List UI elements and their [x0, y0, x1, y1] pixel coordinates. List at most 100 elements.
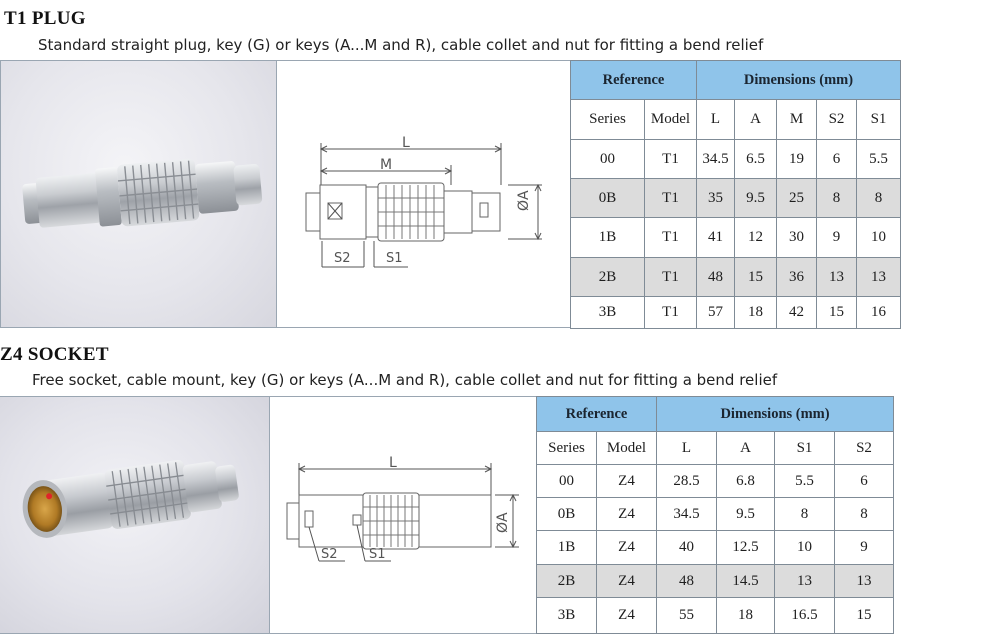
- table-cell: 00: [536, 464, 597, 498]
- table-cell: 8: [774, 497, 835, 531]
- table-cell: 10: [856, 217, 901, 258]
- col-header: L: [656, 431, 717, 465]
- table-cell: Z4: [596, 564, 657, 598]
- t1-subtitle: Standard straight plug, key (G) or keys …: [38, 36, 764, 54]
- table-cell: 2B: [536, 564, 597, 598]
- col-header: Series: [570, 99, 645, 140]
- table-cell: 40: [656, 530, 717, 565]
- table-cell: 15: [833, 597, 895, 634]
- table-cell: 1B: [570, 217, 645, 258]
- z4-product-photo: [0, 397, 270, 633]
- table-cell: 2B: [570, 257, 645, 297]
- col-header: A: [716, 431, 775, 465]
- t1-product-photo: [1, 61, 277, 327]
- z4-column-header-row: Series Model L A S1 S2: [536, 431, 895, 465]
- table-cell: 57: [696, 296, 735, 329]
- col-header: A: [734, 99, 777, 140]
- table-cell: 16: [856, 296, 901, 329]
- table-cell: Z4: [596, 464, 657, 498]
- t1-panel: L M ØA S2 S1 Reference Dimensions (mm) S…: [0, 60, 901, 329]
- table-cell: 10: [774, 530, 835, 565]
- z4-title: Z4 SOCKET: [0, 344, 109, 365]
- table-cell: 0B: [570, 178, 645, 218]
- table-cell: T1: [644, 217, 697, 258]
- t1-dimensions-header: Dimensions (mm): [696, 60, 901, 100]
- t1-dim-S1: S1: [386, 251, 403, 266]
- table-cell: T1: [644, 178, 697, 218]
- table-cell: 55: [656, 597, 717, 634]
- table-cell: 16.5: [774, 597, 835, 634]
- table-cell: 35: [696, 178, 735, 218]
- table-cell: 5.5: [856, 139, 901, 179]
- table-cell: 9: [816, 217, 857, 258]
- t1-dimensions-table: Reference Dimensions (mm) Series Model L…: [570, 60, 901, 329]
- table-cell: 15: [734, 257, 777, 297]
- table-cell: 8: [816, 178, 857, 218]
- col-header: S2: [833, 431, 895, 465]
- table-cell: 6: [833, 464, 895, 498]
- t1-group-header-row: Reference Dimensions (mm): [570, 60, 901, 100]
- table-cell: 48: [656, 564, 717, 598]
- table-cell: 12: [734, 217, 777, 258]
- table-cell: 6.8: [716, 464, 775, 498]
- table-cell: 6.5: [734, 139, 777, 179]
- table-cell: 8: [856, 178, 901, 218]
- table-cell: 3B: [570, 296, 645, 329]
- z4-dim-S1: S1: [369, 547, 386, 562]
- table-cell: 5.5: [774, 464, 835, 498]
- col-header: Series: [536, 431, 597, 465]
- z4-dim-L: L: [389, 455, 397, 471]
- z4-reference-header: Reference: [536, 396, 657, 432]
- z4-dimensions-header: Dimensions (mm): [655, 396, 895, 432]
- table-cell: 1B: [536, 530, 597, 565]
- col-header: L: [696, 99, 735, 140]
- t1-drawing: L M ØA S2 S1: [276, 61, 571, 327]
- z4-panel: L ØA S2 S1 Reference Dimensions (mm) Ser…: [0, 396, 895, 634]
- table-cell: T1: [644, 257, 697, 297]
- table-cell: 13: [774, 564, 835, 598]
- table-cell: 19: [776, 139, 817, 179]
- table-cell: 14.5: [716, 564, 775, 598]
- t1-dim-S2: S2: [334, 251, 351, 266]
- z4-socket-image: [22, 459, 239, 538]
- table-cell: 30: [776, 217, 817, 258]
- table-cell: 42: [776, 296, 817, 329]
- table-cell: 48: [696, 257, 735, 297]
- table-cell: T1: [644, 139, 697, 179]
- z4-dim-A: ØA: [495, 512, 511, 533]
- table-cell: 8: [833, 497, 895, 531]
- z4-group-header-row: Reference Dimensions (mm): [536, 396, 895, 432]
- z4-dimensions-table: Reference Dimensions (mm) Series Model L…: [536, 396, 895, 634]
- table-cell: Z4: [596, 497, 657, 531]
- table-cell: 9: [833, 530, 895, 565]
- t1-dim-L: L: [402, 135, 410, 151]
- table-cell: 3B: [536, 597, 597, 634]
- t1-title: T1 PLUG: [4, 8, 86, 29]
- col-header: M: [776, 99, 817, 140]
- table-cell: Z4: [596, 597, 657, 634]
- t1-column-header-row: Series Model L A M S2 S1: [570, 99, 901, 140]
- z4-drawing: L ØA S2 S1: [269, 397, 537, 633]
- t1-dim-M: M: [380, 157, 393, 173]
- table-cell: 36: [776, 257, 817, 297]
- t1-plug-image: [22, 158, 263, 228]
- table-cell: 34.5: [696, 139, 735, 179]
- table-cell: 34.5: [656, 497, 717, 531]
- z4-subtitle: Free socket, cable mount, key (G) or key…: [32, 371, 778, 389]
- col-header: S1: [856, 99, 901, 140]
- table-cell: 25: [776, 178, 817, 218]
- table-cell: 13: [816, 257, 857, 297]
- table-cell: Z4: [596, 530, 657, 565]
- table-cell: 18: [734, 296, 777, 329]
- table-cell: 00: [570, 139, 645, 179]
- table-cell: 13: [856, 257, 901, 297]
- table-cell: 41: [696, 217, 735, 258]
- table-cell: 6: [816, 139, 857, 179]
- col-header: S2: [816, 99, 857, 140]
